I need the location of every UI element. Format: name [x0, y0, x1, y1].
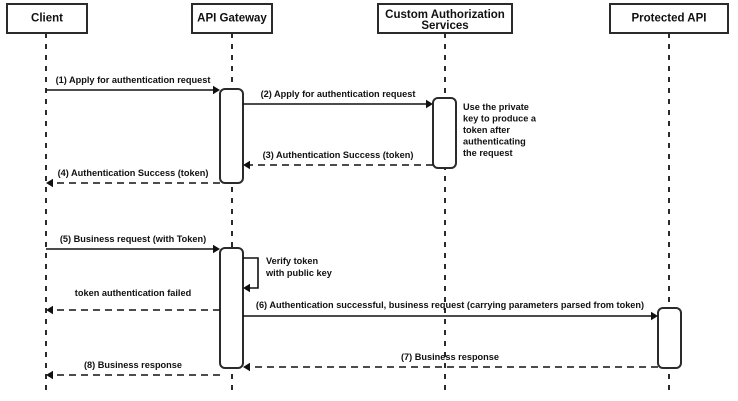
self-message-arrowhead-self1: [243, 283, 250, 293]
participant-header-protected[interactable]: Protected API: [609, 3, 729, 34]
message-arrowhead-m7: [651, 311, 658, 321]
participant-label-protected: Protected API: [632, 13, 707, 25]
message-arrowhead-m5: [213, 244, 220, 254]
message-label-m9: (8) Business response: [84, 360, 182, 370]
self-message-path-self1: [243, 257, 259, 289]
activation-box-gateway: [219, 88, 244, 184]
message-arrowhead-m6: [46, 305, 53, 315]
note-note1-line3: authenticating: [463, 137, 526, 147]
participant-label-authsvc: Custom Authorization: [385, 9, 505, 21]
participant-header-client[interactable]: Client: [6, 3, 88, 34]
activation-box-gateway: [219, 247, 244, 369]
message-arrowhead-m1: [213, 85, 220, 95]
note-note1-line2: token after: [463, 125, 510, 135]
self-message-label-self1-line1: with public key: [265, 268, 333, 278]
participant-label2-authsvc: Services: [421, 20, 468, 32]
participant-headers-group: Client API Gateway Custom AuthorizationSer…: [6, 3, 729, 34]
messages-group: (1) Apply for authentication request (2) …: [46, 75, 658, 380]
message-label-m6: token authentication failed: [75, 288, 191, 298]
participant-label-gateway: API Gateway: [197, 13, 267, 25]
participant-box-client[interactable]: [6, 3, 88, 34]
message-arrowhead-m2: [426, 99, 433, 109]
note-note1-line4: the request: [463, 148, 513, 158]
message-label-m3: (3) Authentication Success (token): [263, 150, 414, 160]
self-message-label-self1-line0: Verify token: [266, 256, 318, 266]
message-arrowhead-m9: [46, 370, 53, 380]
message-label-m7: (6) Authentication successful, business …: [256, 300, 644, 310]
activation-box-authsvc: [432, 97, 457, 169]
participant-box-protected[interactable]: [609, 3, 729, 34]
participant-label-client: Client: [31, 13, 63, 25]
message-arrowhead-m8: [243, 362, 250, 372]
lifelines-group: [45, 33, 670, 396]
message-label-m2: (2) Apply for authentication request: [261, 89, 416, 99]
message-arrowhead-m4: [46, 178, 53, 188]
self-messages-group: Verify token with public key: [243, 256, 333, 293]
participant-box-gateway[interactable]: [191, 3, 273, 34]
note-note1-line0: Use the private: [463, 102, 529, 112]
participant-header-gateway[interactable]: API Gateway: [191, 3, 273, 34]
note-note1-line1: key to produce a: [463, 114, 537, 124]
message-label-m8: (7) Business response: [401, 352, 499, 362]
participant-box-authsvc[interactable]: [377, 3, 513, 34]
activation-boxes-group: [219, 88, 682, 369]
message-label-m5: (5) Business request (with Token): [60, 234, 206, 244]
message-label-m1: (1) Apply for authentication request: [56, 75, 211, 85]
activation-box-protected: [657, 307, 682, 369]
message-arrowhead-m3: [243, 160, 250, 170]
message-label-m4: (4) Authentication Success (token): [58, 168, 209, 178]
